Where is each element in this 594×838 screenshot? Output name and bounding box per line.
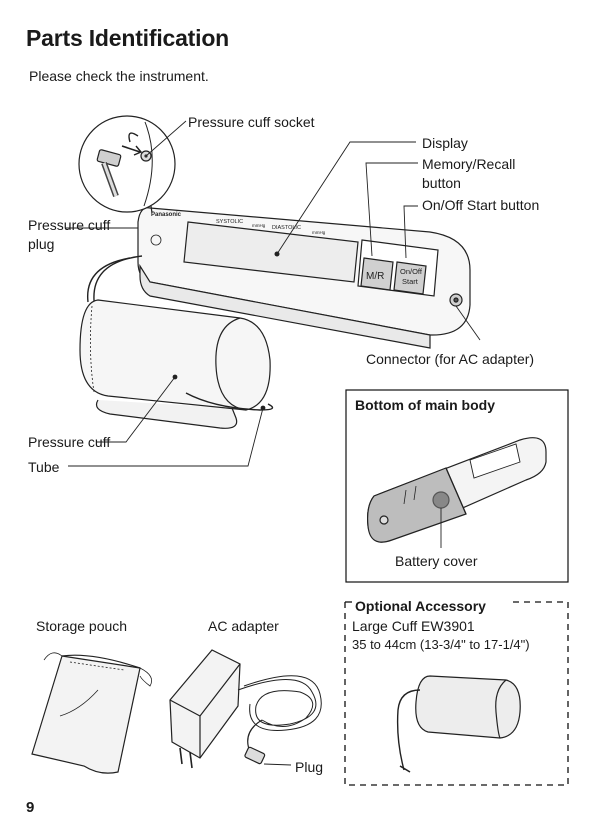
mmhg-text-1: mmHg xyxy=(252,223,266,228)
label-battery-cover: Battery cover xyxy=(395,553,478,569)
socket-inset-illustration xyxy=(78,115,176,214)
bottom-body-box xyxy=(345,389,569,583)
label-memory-recall-2: button xyxy=(422,175,461,191)
onoff-button-text-1: On/Off xyxy=(400,267,423,276)
page-subtitle: Please check the instrument. xyxy=(29,68,209,84)
bottom-body-title: Bottom of main body xyxy=(355,397,495,413)
page-number: 9 xyxy=(26,799,35,816)
label-onoff-button: On/Off Start button xyxy=(422,197,540,213)
leader-lines-top xyxy=(66,120,481,467)
diastolic-text: DIASTOLIC xyxy=(272,225,301,231)
optional-accessory-size: 35 to 44cm (13-3/4" to 17-1/4") xyxy=(352,637,530,652)
label-connector: Connector (for AC adapter) xyxy=(366,351,535,367)
bottom-body-illustration xyxy=(367,437,547,548)
storage-pouch-illustration xyxy=(31,652,153,774)
label-tube: Tube xyxy=(28,459,60,475)
label-pressure-cuff: Pressure cuff xyxy=(28,434,111,450)
optional-accessory-name: Large Cuff EW3901 xyxy=(352,618,475,634)
label-display: Display xyxy=(422,135,468,151)
onoff-button-text-2: Start xyxy=(402,277,419,286)
label-cuff-socket: Pressure cuff socket xyxy=(188,114,315,130)
mmhg-text-2: mmHg xyxy=(312,230,326,235)
optional-accessory-title: Optional Accessory xyxy=(355,598,486,614)
main-body-illustration xyxy=(137,207,471,349)
page-title: Parts Identification xyxy=(26,25,230,51)
optional-box xyxy=(344,601,569,786)
label-storage-pouch: Storage pouch xyxy=(36,618,128,634)
label-ac-adapter: AC adapter xyxy=(208,618,279,634)
brand-text: Panasonic xyxy=(151,212,182,218)
label-memory-recall-1: Memory/Recall xyxy=(422,156,516,172)
ac-adapter-illustration xyxy=(169,649,322,769)
pressure-cuff-illustration xyxy=(79,255,274,429)
systolic-text: SYSTOLIC xyxy=(216,219,243,225)
label-cuff-plug-2: plug xyxy=(28,236,55,252)
label-plug: Plug xyxy=(295,759,324,775)
large-cuff-illustration xyxy=(396,675,521,773)
mr-button-text: M/R xyxy=(366,271,384,282)
label-cuff-plug-1: Pressure cuff xyxy=(28,217,111,233)
